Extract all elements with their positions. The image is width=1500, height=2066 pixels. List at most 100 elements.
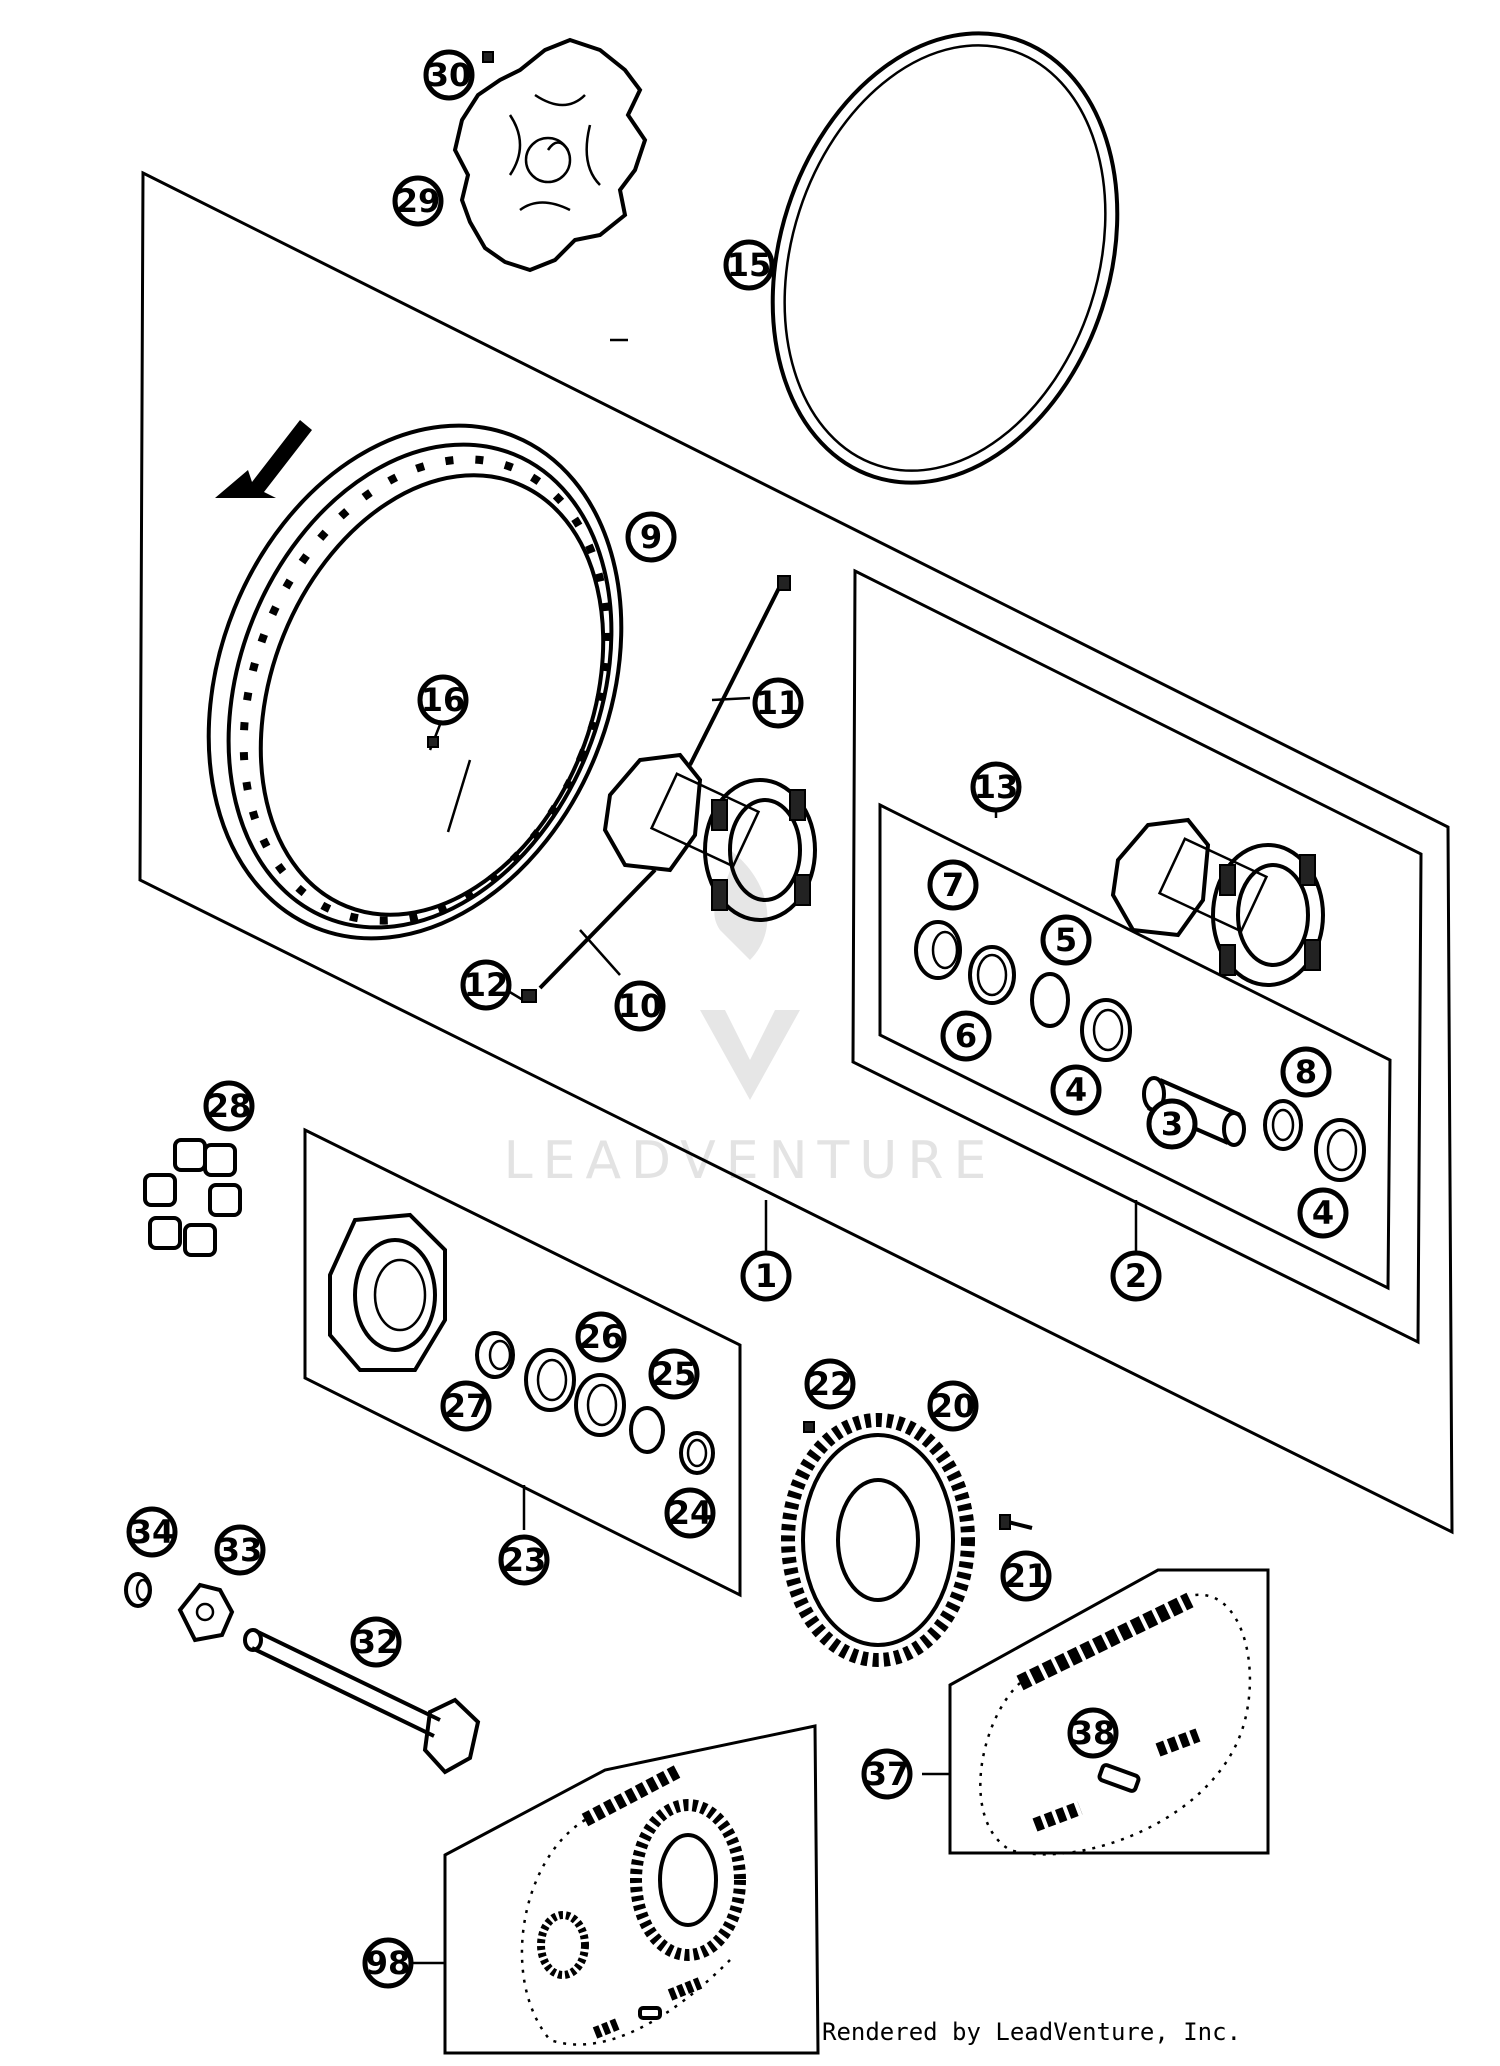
callout-20: 20	[927, 1380, 979, 1432]
callout-25: 25	[648, 1348, 700, 1400]
ball-bearing	[1080, 998, 1132, 1062]
callout-22: 22	[804, 1358, 856, 1410]
callout-2-label: 2	[1125, 1257, 1147, 1295]
callout-24-label: 24	[668, 1494, 713, 1532]
callout-33: 33	[214, 1524, 266, 1576]
callout-12: 12	[460, 959, 512, 1011]
ball-bearing-26	[524, 1348, 626, 1437]
distance-bushing-27	[475, 1331, 515, 1379]
rear-sprocket	[781, 1413, 975, 1667]
callout-8: 8	[1280, 1046, 1332, 1098]
frame-chain-37	[948, 1568, 1270, 1855]
callout-3: 3	[1146, 1098, 1198, 1150]
callout-98: 98	[362, 1937, 414, 1989]
callout-10: 10	[614, 980, 666, 1032]
disc-bolt	[482, 51, 494, 63]
callout-15-label: 15	[727, 246, 772, 284]
wheel-spindle	[243, 1628, 481, 1775]
rear-hub-2	[1110, 817, 1325, 987]
callout-7: 7	[927, 859, 979, 911]
brake-disc	[452, 37, 648, 273]
callout-23: 23	[498, 1534, 550, 1586]
callout-26-label: 26	[579, 1318, 624, 1356]
callout-28: 28	[203, 1080, 255, 1132]
callout-37-label: 37	[865, 1755, 910, 1793]
callout-22-label: 22	[808, 1365, 853, 1403]
callout-27-label: 27	[444, 1387, 489, 1425]
callout-2: 2	[1110, 1250, 1162, 1302]
callout-12-label: 12	[464, 966, 509, 1004]
shaft-seal	[968, 945, 1016, 1005]
callout-34-label: 34	[130, 1513, 175, 1551]
distance-bushing	[914, 920, 962, 980]
callout-13: 13	[970, 761, 1022, 813]
callout-33-label: 33	[218, 1531, 263, 1569]
ball-bearing-2	[1314, 1118, 1366, 1182]
callout-11-label: 11	[756, 684, 801, 722]
callout-26: 26	[575, 1311, 627, 1363]
callout-34: 34	[126, 1506, 178, 1558]
frame-chain-kit-98	[443, 1724, 820, 2055]
watermark: LEADVENTURE	[504, 850, 986, 1191]
callout-3-label: 3	[1161, 1105, 1183, 1143]
callout-23-label: 23	[502, 1541, 547, 1579]
callout-20-label: 20	[931, 1387, 976, 1425]
chain-kit	[520, 1763, 746, 2046]
frame-assembly-23	[303, 1127, 742, 1598]
circlip-25	[629, 1406, 665, 1454]
chain	[979, 1592, 1252, 1856]
callout-29: 29	[392, 175, 444, 227]
callout-98-label: 98	[366, 1944, 411, 1982]
callout-30-label: 30	[427, 56, 472, 94]
callout-4-b-label: 4	[1312, 1194, 1334, 1232]
callout-25-label: 25	[652, 1355, 697, 1393]
callout-29-label: 29	[396, 182, 441, 220]
shaft-seal-24	[679, 1431, 715, 1475]
frame-assembly-2	[851, 568, 1423, 1345]
callout-30: 30	[423, 49, 475, 101]
callout-16-label: 16	[421, 681, 466, 719]
callout-8-label: 8	[1295, 1053, 1317, 1091]
rim-tape	[770, 31, 1120, 485]
callout-6: 6	[940, 1010, 992, 1062]
callout-10-label: 10	[618, 987, 663, 1025]
leader-lines	[412, 338, 1138, 1965]
spacer	[124, 1572, 152, 1608]
callout-6-label: 6	[955, 1017, 977, 1055]
callout-21: 21	[1000, 1550, 1052, 1602]
callout-5: 5	[1040, 914, 1092, 966]
callout-7-label: 7	[942, 866, 964, 904]
circlip	[1030, 972, 1070, 1028]
credit-text: Rendered by LeadVenture, Inc.	[822, 2018, 1242, 2046]
chain-master-link	[1097, 1763, 1141, 1793]
callout-21-label: 21	[1004, 1557, 1049, 1595]
callout-9-label: 9	[640, 518, 662, 556]
damper-rubber-set	[143, 1138, 242, 1257]
callout-37: 37	[861, 1748, 913, 1800]
distance-washer	[1263, 1099, 1303, 1151]
rotation-arrow-icon	[215, 420, 312, 498]
sprocket-carrier	[328, 1212, 447, 1372]
callout-27: 27	[440, 1380, 492, 1432]
sprocket-screw	[999, 1514, 1033, 1530]
callout-1-label: 1	[755, 1257, 777, 1295]
callout-11: 11	[752, 677, 804, 729]
callout-4-b: 4	[1297, 1187, 1349, 1239]
callout-16: 16	[417, 674, 469, 726]
frame-assembly-1	[138, 170, 1454, 1535]
callout-28-label: 28	[207, 1087, 252, 1125]
callout-38-label: 38	[1071, 1714, 1116, 1752]
callout-13-label: 13	[974, 768, 1019, 806]
callout-38: 38	[1067, 1707, 1119, 1759]
wheel-rim	[206, 423, 624, 941]
callout-4-a-label: 4	[1065, 1071, 1087, 1109]
callout-4-a: 4	[1050, 1064, 1102, 1116]
callout-32: 32	[350, 1616, 402, 1668]
collar-nut	[177, 1582, 235, 1643]
callout-1: 1	[740, 1250, 792, 1302]
callout-15: 15	[723, 239, 775, 291]
callout-5-label: 5	[1055, 921, 1077, 959]
callout-9: 9	[625, 511, 677, 563]
callout-32-label: 32	[354, 1623, 399, 1661]
